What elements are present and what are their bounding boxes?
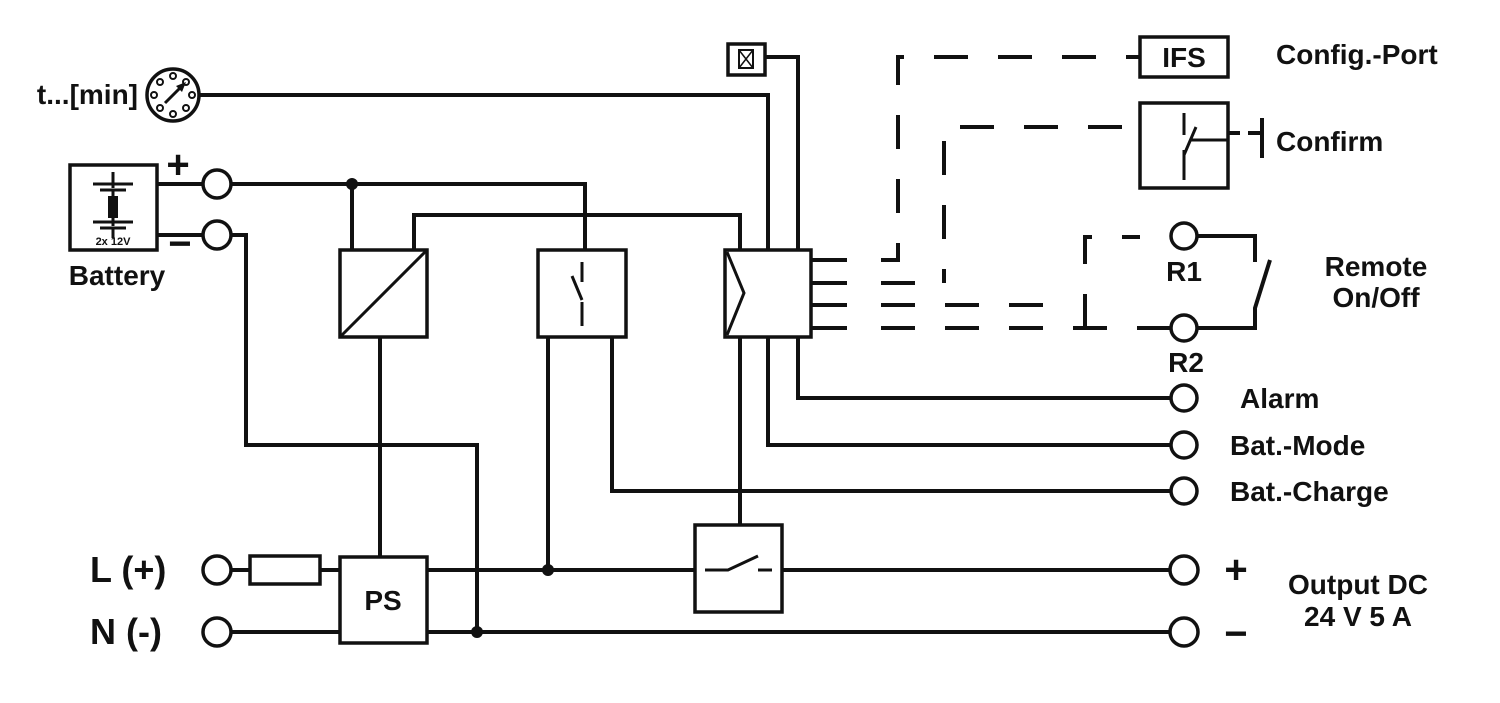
bat-mode-terminal[interactable] — [1169, 430, 1199, 460]
battery-minus-sign: − — [168, 222, 191, 266]
fuse-icon — [248, 554, 322, 586]
output-minus-sign: − — [1224, 612, 1247, 656]
fuse-monitor-icon — [726, 42, 767, 77]
remote-label-line2: On/Off — [1332, 282, 1420, 313]
battery-plus-terminal[interactable] — [201, 168, 233, 200]
ifs-label: IFS — [1162, 42, 1206, 73]
bat-mode-label: Bat.-Mode — [1230, 430, 1365, 461]
power-supply-block — [338, 555, 429, 645]
input-l-label: L (+) — [90, 549, 166, 590]
output-label-line1: Output DC — [1288, 569, 1428, 600]
timer-dial-icon — [145, 67, 201, 123]
output-plus-sign: + — [1224, 548, 1247, 592]
remote-label-line1: Remote — [1325, 251, 1428, 282]
junction-dot — [346, 178, 358, 190]
r2-label: R2 — [1168, 347, 1204, 378]
dc-converter-block — [338, 248, 429, 339]
junction-dot — [471, 626, 483, 638]
bat-charge-terminal[interactable] — [1169, 476, 1199, 506]
alarm-label: Alarm — [1240, 383, 1319, 414]
confirm-switch-block[interactable] — [1138, 101, 1230, 190]
controller-block — [723, 248, 813, 339]
output-minus-terminal[interactable] — [1168, 616, 1200, 648]
r1-terminal[interactable] — [1169, 221, 1199, 251]
input-n-label: N (-) — [90, 611, 162, 652]
r1-label: R1 — [1166, 256, 1202, 287]
r2-terminal[interactable] — [1169, 313, 1199, 343]
battery-rating: 2x 12V — [96, 236, 132, 248]
ps-label: PS — [364, 585, 401, 616]
output-label-line2: 24 V 5 A — [1304, 601, 1412, 632]
battery-icon — [68, 163, 159, 252]
input-l-terminal[interactable] — [201, 554, 233, 586]
ifs-port[interactable] — [1138, 35, 1230, 79]
bat-charge-label: Bat.-Charge — [1230, 476, 1389, 507]
battery-switch-block — [536, 248, 628, 339]
output-plus-terminal[interactable] — [1168, 554, 1200, 586]
alarm-terminal[interactable] — [1169, 383, 1199, 413]
output-switch-block — [693, 523, 784, 614]
config-port-label: Config.-Port — [1276, 39, 1438, 70]
timer-label: t...[min] — [37, 79, 138, 110]
remote-switch-icon — [1197, 234, 1272, 330]
battery-plus-sign: + — [166, 143, 189, 187]
confirm-label: Confirm — [1276, 126, 1383, 157]
input-n-terminal[interactable] — [201, 616, 233, 648]
battery-minus-terminal[interactable] — [201, 219, 233, 251]
battery-label: Battery — [69, 260, 166, 291]
